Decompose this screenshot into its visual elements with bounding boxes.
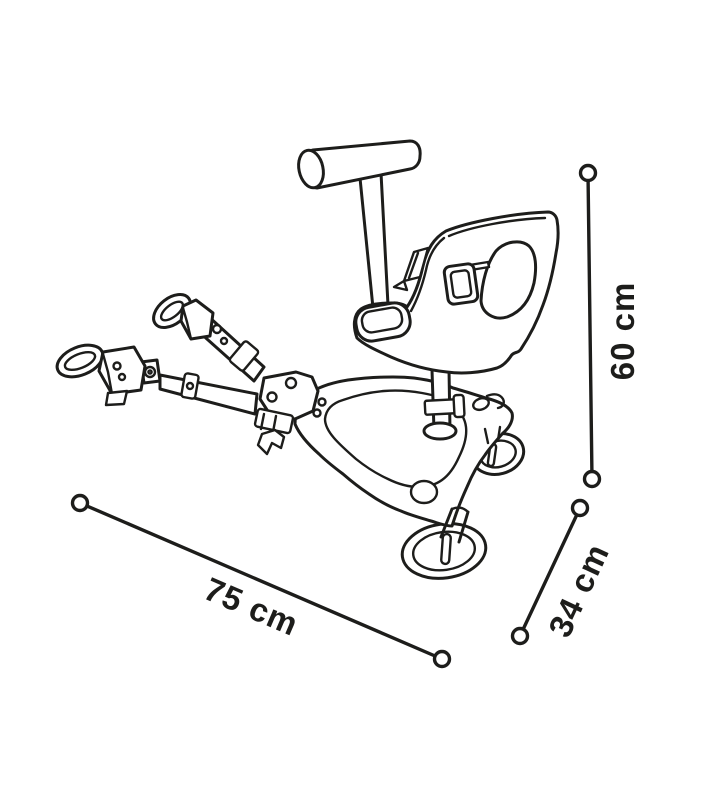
handle-stem-shape [358,171,390,310]
lower-clamp-loop [55,343,105,379]
seat-harness-strap [392,246,430,292]
upper-connector-arm [152,293,266,383]
dimension-label-length: 75 cm [199,570,304,643]
dimension-endpoint [510,626,530,646]
dimension-label-height: 60 cm [604,282,641,381]
dimension-line-length [78,501,444,661]
buggy-board-illustration [55,139,560,580]
lower-clamp-block [97,345,147,396]
dimension-label-depth: 34 cm [541,538,616,643]
lower-connector-arm [55,343,295,456]
seat-pan-opening [360,306,404,334]
dimension-length: 75 cm [70,493,452,669]
upper-clamp-screw [211,323,223,335]
seat-top-edge-line [447,216,547,238]
lower-clamp-screw [112,361,122,371]
dimension-endpoint [432,649,452,669]
deck-corner-notch [485,393,505,410]
dimension-endpoint [582,469,602,489]
handlebar-shape [297,139,422,190]
upper-arm-joint [228,340,260,372]
dimension-depth: 34 cm [510,498,616,646]
seat-post [422,367,466,441]
dimension-height: 60 cm [578,163,641,489]
mount-bracket-tab [256,428,286,456]
seat-back-recess [479,240,538,320]
dimension-line-depth [518,506,582,638]
dimension-line-height [586,171,594,481]
child-seat [352,210,560,375]
lower-arm-joint [180,372,200,400]
dimension-endpoint [570,498,590,518]
caster-forks [439,425,502,544]
lower-clamp-screw [117,372,127,382]
hinge-bolt [266,391,278,403]
deck-button [409,479,439,505]
seat-front-edge-line [409,236,446,313]
seat-post-clamp [423,398,459,416]
lower-clamp-lever [104,389,129,407]
deck-corner-hole [472,396,490,412]
seat-harness-buckle [442,260,491,306]
dimension-endpoint [70,493,90,513]
upper-clamp-screw [219,336,229,346]
seat-post-base [422,421,458,441]
deck-bolt [317,397,327,407]
lower-arm-pivot [143,365,157,379]
dimension-endpoint [578,163,598,183]
seat-post-clamp-lever [452,393,466,419]
connector-hinge-plate [258,370,320,421]
deck-bolt [312,408,322,418]
standing-deck [293,375,514,528]
hinge-bolt [284,376,298,390]
